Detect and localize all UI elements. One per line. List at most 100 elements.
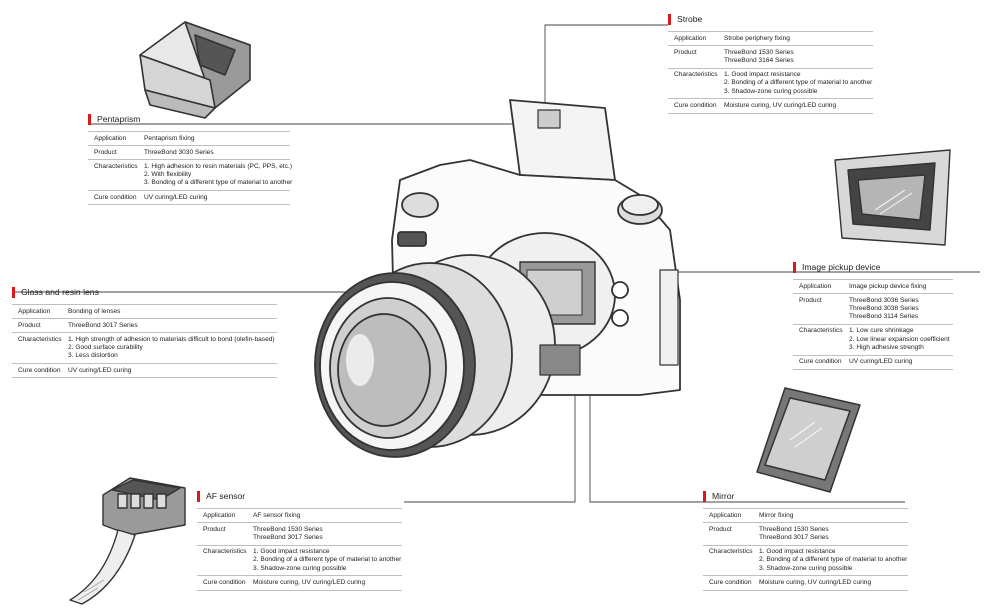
spec-value-line: 2. Bonding of a different type of materi… (759, 556, 908, 564)
spec-value-line: 3. High adhesive strength (849, 343, 924, 351)
panel-header: Glass and resin lens (12, 286, 277, 298)
spec-key: Cure condition (94, 193, 137, 201)
panel-title: Mirror (712, 490, 735, 501)
panel-image-pickup: Image pickup device Application Image pic… (793, 261, 953, 370)
spec-value-line: Moisture curing, UV curing/LED curing (253, 578, 366, 586)
spec-row: Application Strobe periphery fixing (668, 31, 873, 45)
spec-value: 1. High strength of adhesion to material… (68, 336, 277, 361)
spec-value: Moisture curing, UV curing/LED curing (759, 579, 908, 587)
spec-value-line: 2. With flexibility (144, 171, 192, 179)
af-sensor-illustration (69, 477, 186, 605)
camera-illustration (314, 99, 681, 458)
spec-value-line: AF sensor fixing (253, 511, 301, 519)
spec-key: Characteristics (18, 335, 62, 343)
spec-key: Application (18, 307, 51, 315)
spec-key: Application (94, 134, 127, 142)
spec-key: Cure condition (799, 358, 842, 366)
spec-key: Characteristics (799, 327, 843, 335)
spec-value-line: 1. Good impact resistance (759, 548, 836, 556)
spec-key: Characteristics (709, 548, 753, 556)
panel-header: Image pickup device (793, 261, 953, 273)
spec-value-line: 1. Low cure shrinkage (849, 327, 914, 335)
spec-key: Product (203, 525, 226, 533)
spec-value-line: ThreeBond 3164 Series (724, 56, 794, 64)
spec-value: UV curing/LED curing (849, 358, 953, 366)
panel-header: Strobe (668, 13, 873, 25)
spec-row: Application Image pickup device fixing (793, 279, 953, 293)
spec-row: Application Pentaprism fixing (88, 131, 290, 145)
spec-key: Product (799, 296, 822, 304)
spec-value: ThreeBond 3030 Series (144, 149, 290, 157)
spec-key: Characteristics (203, 548, 247, 556)
leader-af-sensor (404, 365, 576, 503)
spec-row: Characteristics 1. Good impact resistance… (703, 544, 908, 576)
spec-value: Bonding of lenses (68, 308, 277, 316)
spec-row: Cure condition UV curing/LED curing (793, 354, 953, 370)
panel-header: Pentaprism (88, 113, 290, 125)
spec-value: Strobe periphery fixing (724, 35, 873, 43)
spec-value-line: 3. Shadow-zone curing possible (253, 564, 347, 572)
panel-title: Strobe (677, 13, 703, 24)
spec-key: Application (674, 34, 707, 42)
spec-row: Application AF sensor fixing (197, 508, 402, 522)
spec-key: Cure condition (203, 578, 246, 586)
spec-value: 1. High adhesion to resin materials (PC,… (144, 163, 292, 188)
spec-value: Pentaprism fixing (144, 135, 290, 143)
panel-title: Image pickup device (802, 261, 881, 272)
spec-key: Application (799, 282, 832, 290)
panel-header: Mirror (703, 490, 908, 502)
spec-key: Product (94, 148, 117, 156)
spec-value-line: 3. Less distortion (68, 352, 118, 360)
spec-key: Application (203, 511, 236, 519)
spec-value-line: ThreeBond 3017 Series (759, 533, 829, 541)
spec-row: Product ThreeBond 3030 Series (88, 145, 290, 159)
spec-value: AF sensor fixing (253, 512, 402, 520)
spec-value-line: 3. Shadow-zone curing possible (759, 564, 853, 572)
spec-row: Application Mirror fixing (703, 508, 908, 522)
spec-value: Mirror fixing (759, 512, 908, 520)
panel-title: Pentaprism (97, 113, 141, 124)
accent-bar (197, 490, 200, 502)
panel-glass-lens: Glass and resin lens Application Bonding … (12, 286, 277, 379)
pentaprism-illustration (139, 21, 251, 119)
spec-value-line: Image pickup device fixing (849, 282, 927, 290)
mirror-illustration (756, 387, 861, 493)
spec-row: Characteristics 1. High strength of adhes… (12, 332, 277, 363)
spec-key: Characteristics (674, 71, 718, 79)
spec-key: Product (18, 321, 41, 329)
spec-value-line: 3. Bonding of a different type of materi… (144, 179, 293, 187)
spec-value: UV curing/LED curing (68, 367, 277, 375)
spec-value-line: ThreeBond 1530 Series (759, 525, 829, 533)
accent-bar (793, 261, 796, 273)
spec-value-line: 1. High adhesion to resin materials (PC,… (144, 162, 293, 170)
spec-row: Application Bonding of lenses (12, 304, 277, 318)
spec-value-line: Bonding of lenses (68, 307, 121, 315)
spec-row: Product ThreeBond 3017 Series (12, 318, 277, 332)
spec-value-line: ThreeBond 3038 Series (849, 304, 919, 312)
spec-value-line: 2. Bonding of a different type of materi… (253, 556, 402, 564)
spec-row: Cure condition Moisture curing, UV curing… (197, 575, 402, 591)
spec-key: Application (709, 511, 742, 519)
spec-value-line: UV curing/LED curing (849, 358, 913, 366)
spec-value-line: Moisture curing, UV curing/LED curing (724, 101, 837, 109)
spec-value: Image pickup device fixing (849, 283, 953, 291)
spec-value-line: ThreeBond 3030 Series (144, 148, 214, 156)
spec-value-line: ThreeBond 3017 Series (68, 321, 138, 329)
spec-value-line: 3. Shadow-zone curing possible (724, 87, 818, 95)
